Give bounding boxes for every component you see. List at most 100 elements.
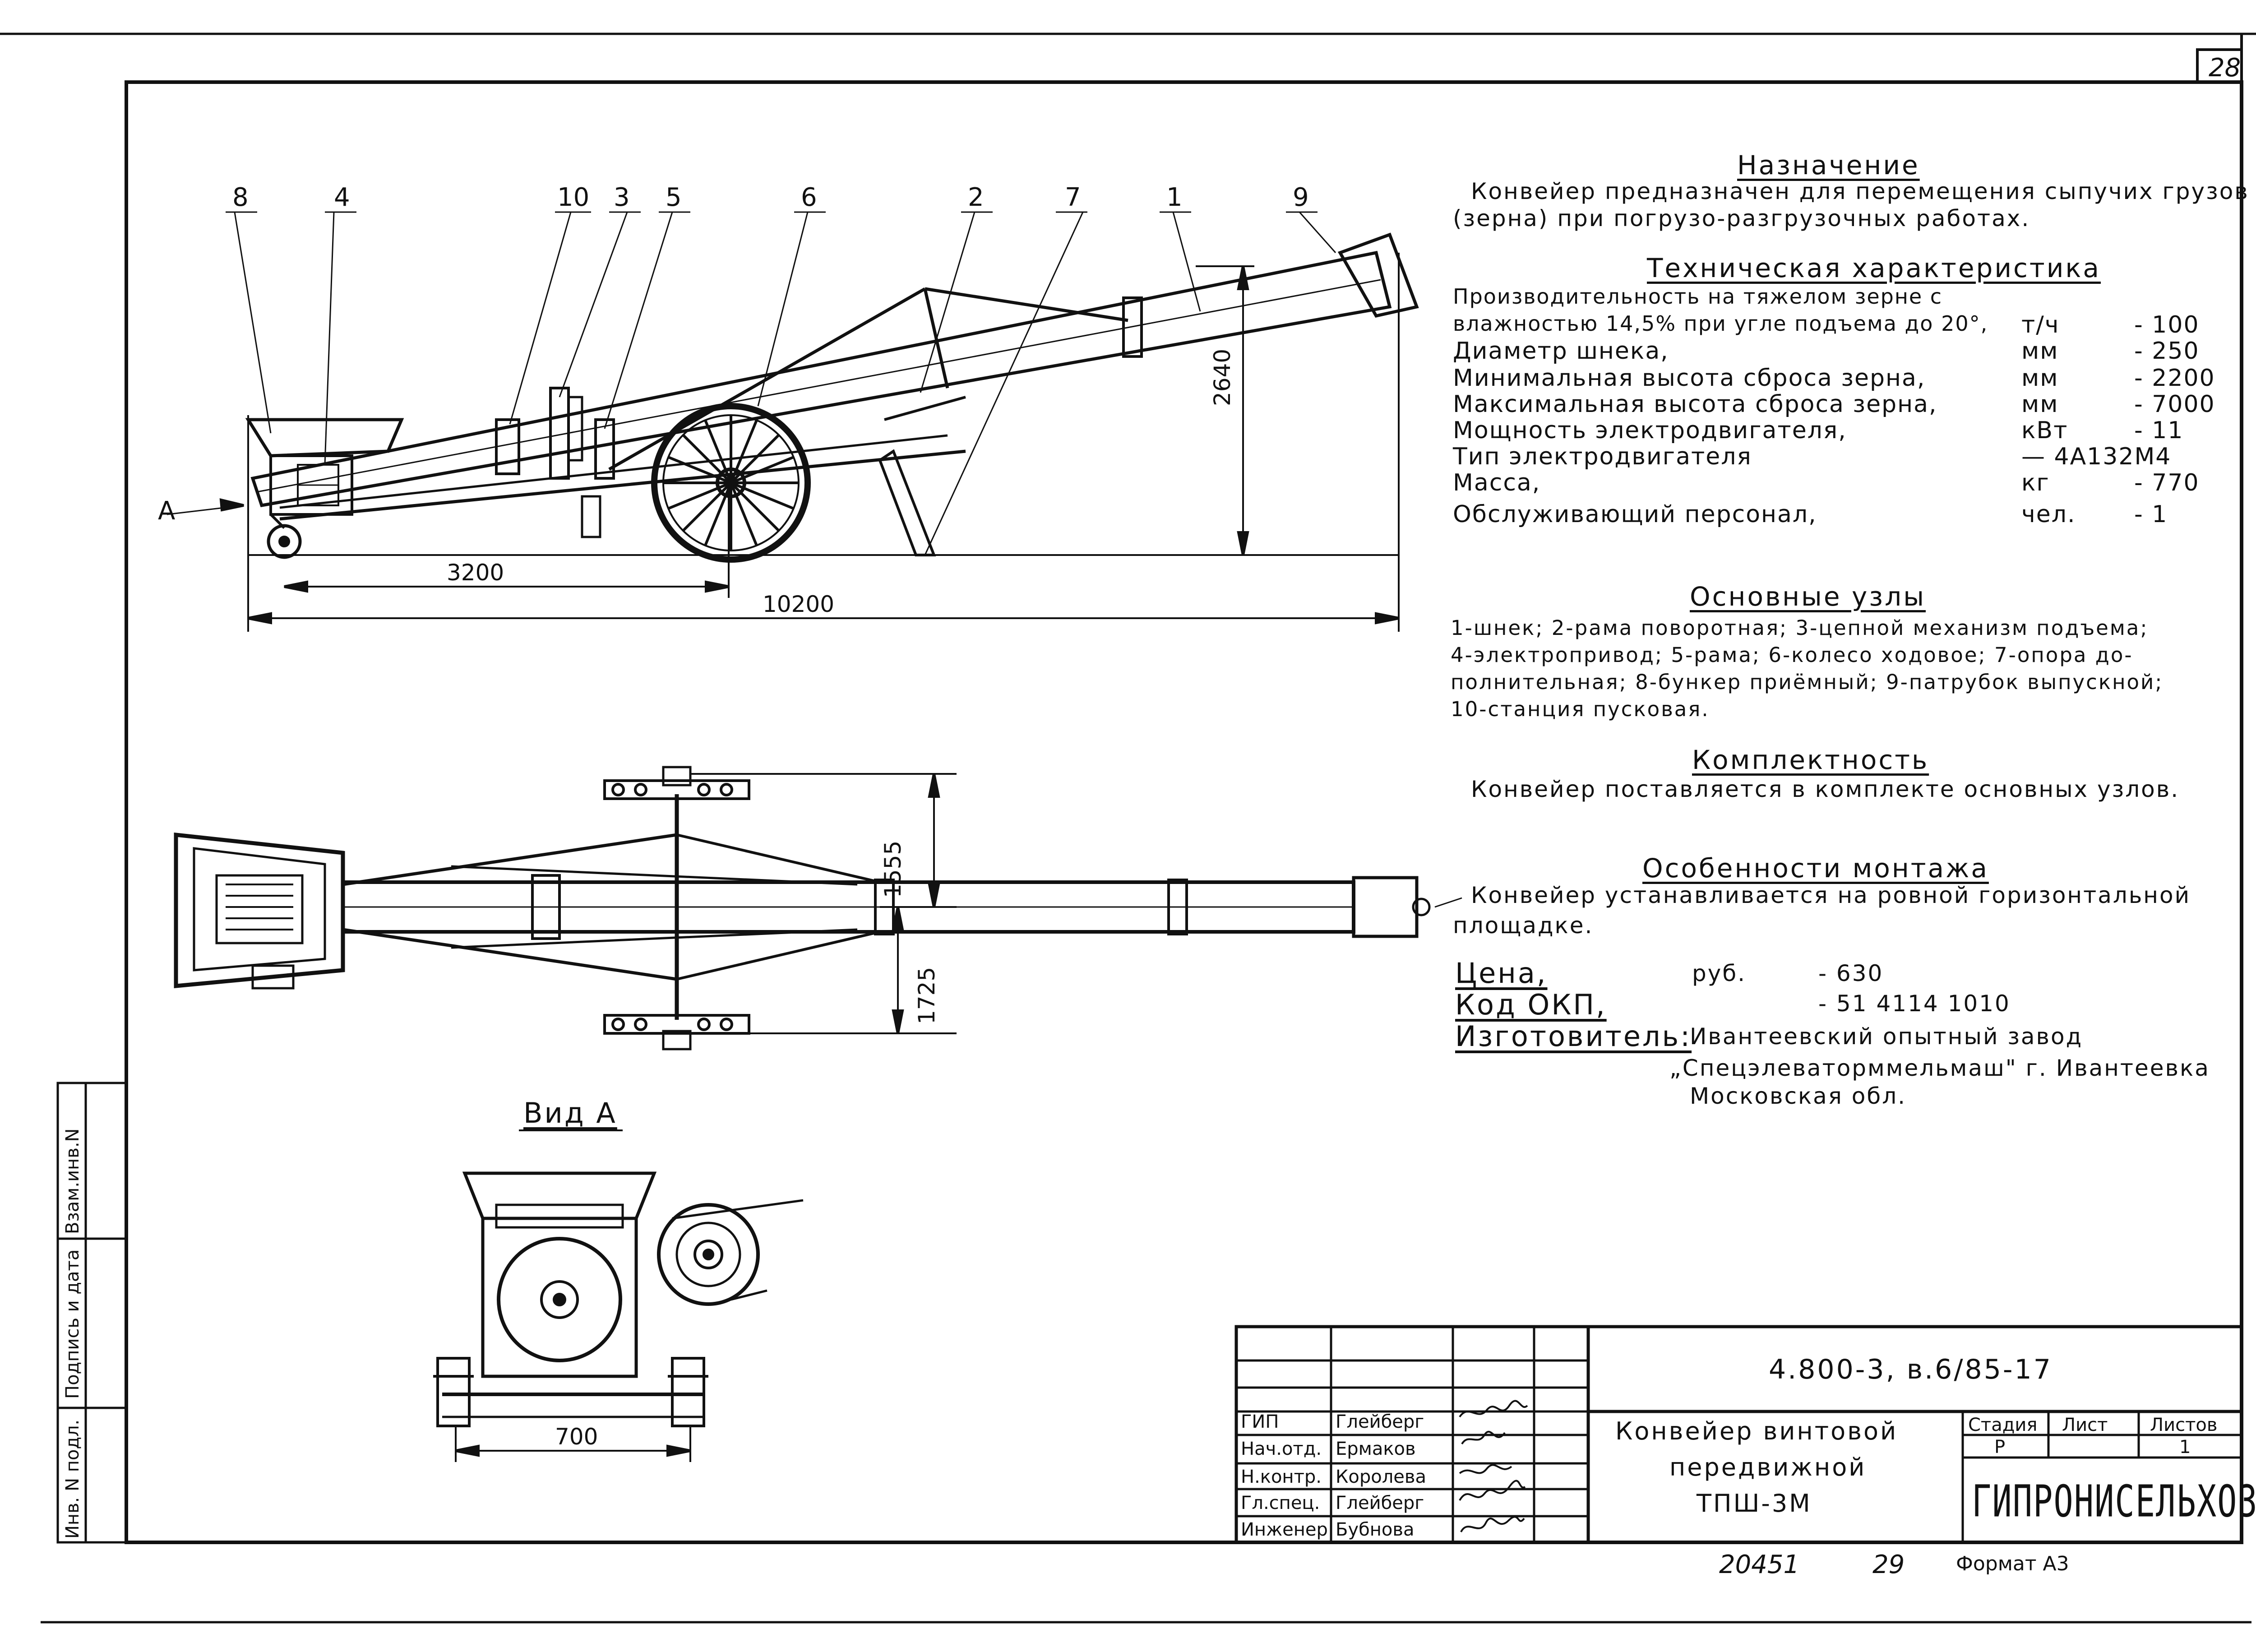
completeness-line-1: Конвейер поставляется в комплекте основн…	[1471, 776, 2180, 802]
stage-label: Стадия	[1968, 1415, 2038, 1435]
tech-row-unit: чел.	[2021, 501, 2076, 528]
purpose-line-2: (зерна) при погрузо-разгрузочных работах…	[1453, 205, 2030, 231]
drawing-frame	[125, 80, 2243, 1544]
units-line-3: полнительная; 8-бункер приёмный; 9-патру…	[1451, 670, 2164, 694]
callout-3: 3	[614, 183, 630, 212]
tech-row-value: - 770	[2134, 469, 2200, 496]
archive-number: 20451	[1719, 1550, 1800, 1579]
units-line-2: 4-электропривод; 5-рама; 6-колесо ходово…	[1451, 643, 2133, 667]
signer-role: ГИП	[1241, 1411, 1279, 1432]
stamp-vzam-inv: Взам.инв.N	[62, 1128, 83, 1234]
sheet-label: Лист	[2062, 1415, 2108, 1435]
signer-role: Н.контр.	[1241, 1467, 1322, 1487]
doc-code: 4.800-3, в.6/85-17	[1769, 1354, 2053, 1385]
tech-row-name: Максимальная высота сброса зерна,	[1453, 391, 1937, 418]
callout-9: 9	[1293, 183, 1309, 212]
main-wheel	[651, 403, 811, 563]
purpose-heading: Назначение	[1737, 150, 1920, 180]
price-value: - 630	[1818, 960, 1884, 986]
dim-1555: 1555	[880, 840, 906, 898]
tech-row-name: Тип электродвигателя	[1453, 443, 1752, 470]
price-label: Цена,	[1455, 957, 1548, 990]
tech-row-value: - 100	[2134, 311, 2200, 338]
sheets-label: Листов	[2150, 1415, 2218, 1435]
title-line-3: ТПШ-3М	[1697, 1489, 1812, 1518]
signer-name: Бубнова	[1336, 1519, 1415, 1540]
tech-row-unit: мм	[2021, 365, 2059, 392]
plan-view	[174, 766, 1462, 1050]
stage-value: Р	[1994, 1437, 2006, 1458]
dim-2640: 2640	[1209, 348, 1235, 406]
format-label: Формат А3	[1956, 1552, 2069, 1575]
org-name: ГИПРОНИСЕЛЬХОЗ	[1972, 1476, 2256, 1527]
units-line-4: 10-станция пусковая.	[1451, 697, 1710, 721]
dim-700: 700	[555, 1424, 598, 1450]
title-line-2: передвижной	[1669, 1453, 1867, 1481]
tech-row-value: - 7000	[2134, 391, 2215, 418]
page-number: 28	[2209, 53, 2241, 83]
tech-row-unit: мм	[2021, 391, 2059, 418]
signer-role: Инженер	[1241, 1519, 1328, 1540]
maker-line-3: Московская обл.	[1690, 1083, 1907, 1109]
title-block-lines	[1234, 1325, 2243, 1544]
signer-name: Королева	[1336, 1467, 1426, 1487]
callout-2: 2	[968, 183, 984, 212]
tech-heading: Техническая характеристика	[1647, 253, 2101, 283]
callout-4: 4	[334, 183, 350, 212]
callout-6: 6	[801, 183, 817, 212]
dim-10200: 10200	[763, 591, 835, 617]
maker-label: Изготовитель:	[1455, 1020, 1692, 1053]
callout-10: 10	[557, 183, 590, 212]
view-a	[433, 1129, 804, 1462]
mounting-line-1: Конвейер устанавливается на ровной гориз…	[1471, 882, 2191, 908]
signatures	[1459, 1400, 1528, 1533]
tech-row-unit: кг	[2021, 469, 2050, 496]
dim-3200: 3200	[447, 560, 504, 586]
tech-row-name: Производительность на тяжелом зерне с	[1453, 284, 1943, 309]
maker-line-2: „Спецэлеваторммельмаш" г. Ивантеевка	[1669, 1055, 2210, 1081]
okp-value: - 51 4114 1010	[1818, 990, 2011, 1017]
signer-name: Глейберг	[1336, 1411, 1424, 1432]
callout-5: 5	[666, 183, 682, 212]
tech-row-name: Минимальная высота сброса зерна,	[1453, 365, 1926, 392]
mounting-line-2: площадке.	[1453, 912, 1594, 939]
tech-row-name: Диаметр шнека,	[1453, 338, 1669, 365]
tech-row-unit: т/ч	[2021, 311, 2060, 338]
tech-row-unit: кВт	[2021, 417, 2068, 444]
tech-row-unit: мм	[2021, 338, 2059, 365]
tech-row-value: - 11	[2134, 417, 2184, 444]
purpose-line-1: Конвейер предназначен для перемещения сы…	[1471, 178, 2249, 204]
mounting-heading: Особенности монтажа	[1642, 853, 1989, 884]
signer-name: Глейберг	[1336, 1493, 1424, 1513]
okp-label: Код ОКП,	[1455, 988, 1607, 1021]
stamp-inv-podl: Инв. N подл.	[62, 1419, 83, 1539]
completeness-heading: Комплектность	[1692, 745, 1929, 775]
units-heading: Основные узлы	[1690, 581, 1926, 612]
tech-row-value: - 250	[2134, 338, 2200, 365]
side-view	[166, 211, 1419, 632]
signer-name: Ермаков	[1336, 1439, 1416, 1459]
stamp-podpis-data: Подпись и дата	[62, 1249, 83, 1399]
units-line-1: 1-шнек; 2-рама поворотная; 3-цепной меха…	[1451, 616, 2149, 640]
tech-row-name: Мощность электродвигателя,	[1453, 417, 1847, 444]
tech-row-name: Масса,	[1453, 469, 1541, 496]
callout-1: 1	[1166, 183, 1183, 212]
tech-row-value: - 1	[2134, 501, 2168, 528]
tech-row-name: влажностью 14,5% при угле подъема до 20°…	[1453, 311, 1988, 336]
view-arrow-label: А	[158, 496, 176, 526]
signer-role: Гл.спец.	[1241, 1493, 1320, 1513]
tech-row-value: - 2200	[2134, 365, 2215, 392]
view-a-title: Вид А	[523, 1097, 617, 1129]
maker-line-1: Ивантеевский опытный завод	[1690, 1023, 2083, 1050]
signer-role: Нач.отд.	[1241, 1439, 1322, 1459]
dim-1725: 1725	[914, 967, 940, 1024]
title-line-1: Конвейер винтовой	[1615, 1417, 1898, 1445]
callout-7: 7	[1065, 183, 1081, 212]
sheets-value: 1	[2179, 1437, 2191, 1458]
tech-row-name: Обслуживающий персонал,	[1453, 501, 1817, 528]
price-unit: руб.	[1692, 960, 1747, 986]
archive-sheet: 29	[1872, 1550, 1905, 1579]
callout-8: 8	[232, 183, 249, 212]
tech-row-value: — 4А132М4	[2021, 443, 2172, 470]
